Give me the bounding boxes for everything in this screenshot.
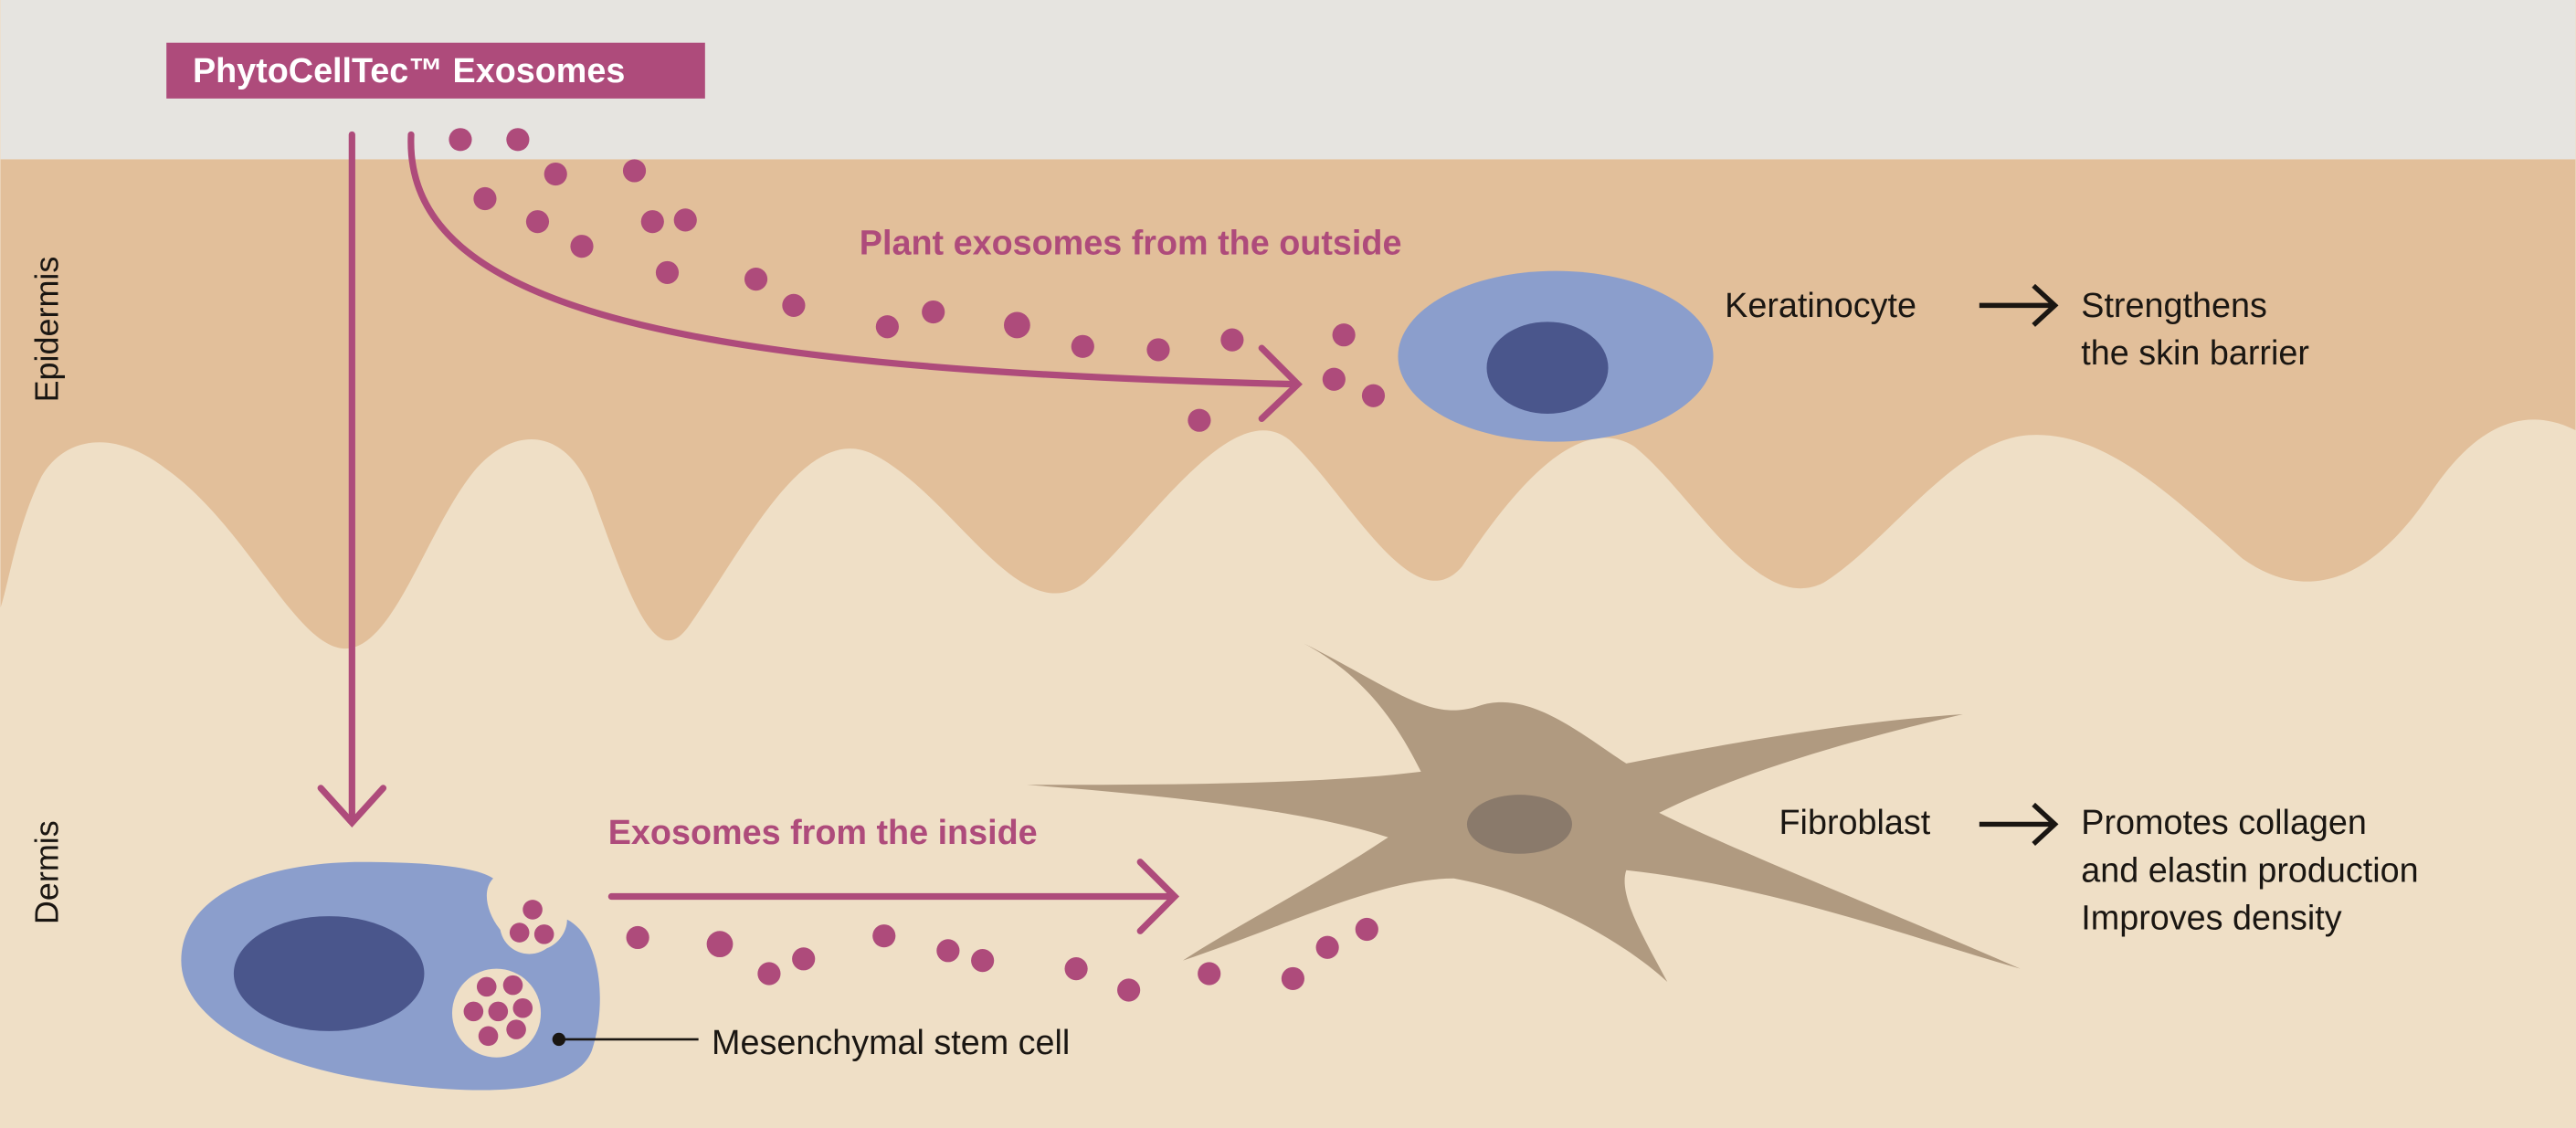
- fibroblast-effect-3: Improves density: [2081, 898, 2341, 936]
- fibroblast-arrow-icon: [1979, 802, 2059, 846]
- exosome-dot: [875, 315, 899, 339]
- exosome-dot: [622, 159, 647, 183]
- exosome-dot: [706, 931, 734, 958]
- exosome-dot: [449, 128, 472, 152]
- exosome-dot: [533, 924, 554, 944]
- exosome-dot: [640, 210, 664, 234]
- exosome-dot: [626, 925, 649, 950]
- stem-cell-nucleus: [233, 916, 425, 1031]
- epidermis-label: Epidermis: [28, 257, 66, 403]
- vertical-arrow: [317, 131, 387, 828]
- exosome-dot: [782, 293, 806, 317]
- fibroblast-cell: [1027, 640, 2021, 983]
- exosome-dot: [792, 947, 816, 971]
- exosome-dot: [1064, 957, 1088, 981]
- title-label: PhytoCellTec™ Exosomes: [193, 51, 625, 90]
- exosome-dot: [1004, 311, 1030, 339]
- curved-arrow: [407, 131, 1303, 423]
- exosome-dot: [1332, 323, 1356, 347]
- exosome-dot: [872, 924, 896, 948]
- exosome-dot: [744, 268, 768, 291]
- exosome-dot: [971, 949, 995, 973]
- fibroblast-label: Fibroblast: [1779, 803, 1931, 841]
- stem-cell-label: Mesenchymal stem cell: [712, 1023, 1070, 1061]
- keratinocyte-label: Keratinocyte: [1725, 286, 1916, 324]
- dermis-label: Dermis: [28, 820, 66, 924]
- exosome-dot: [1355, 917, 1378, 942]
- keratinocyte-arrow-icon: [1979, 283, 2059, 327]
- exosome-dot: [1198, 962, 1221, 986]
- exosome-dots: [449, 128, 1386, 1047]
- exosome-dot: [525, 210, 550, 234]
- exosome-dot: [1146, 338, 1170, 362]
- keratinocyte-cell: [1398, 270, 1714, 442]
- exosome-dot: [488, 1001, 509, 1022]
- exosome-dot: [1117, 978, 1141, 1002]
- exosome-dot: [473, 186, 497, 211]
- title-box: [166, 42, 705, 99]
- exosome-dot: [1220, 328, 1244, 352]
- horizontal-arrow: [607, 859, 1180, 934]
- inside-pathway-label: Exosomes from the inside: [608, 813, 1038, 851]
- exosome-dot: [1071, 334, 1094, 358]
- exosome-dot: [502, 975, 523, 996]
- exosome-dot: [463, 1001, 484, 1022]
- fibroblast-effect-2: and elastin production: [2081, 850, 2418, 889]
- exosome-dot: [1281, 966, 1304, 990]
- exosome-dot: [1361, 384, 1386, 407]
- exosome-dot: [478, 1026, 499, 1047]
- exosome-dot: [512, 997, 533, 1018]
- exosome-dot: [1188, 408, 1211, 432]
- exosome-dot: [1322, 367, 1346, 391]
- exosome-dot: [506, 128, 530, 152]
- keratinocyte-effect-2: the skin barrier: [2081, 333, 2309, 372]
- epidermis-layer: [0, 159, 2576, 649]
- exosome-dot: [655, 260, 680, 284]
- exosome-dot: [509, 922, 530, 943]
- fibroblast-effect-1: Promotes collagen: [2081, 803, 2367, 841]
- exosome-dot: [936, 939, 960, 963]
- keratinocyte-nucleus: [1486, 322, 1609, 415]
- exosome-dot: [1315, 935, 1339, 959]
- outside-pathway-label: Plant exosomes from the outside: [860, 224, 1402, 262]
- keratinocyte-effect-1: Strengthens: [2081, 286, 2267, 324]
- exosome-dot: [523, 900, 543, 920]
- exosome-dot: [506, 1019, 526, 1039]
- exosome-dot: [544, 162, 567, 186]
- exosome-dot: [673, 208, 697, 232]
- exosome-dot: [757, 962, 781, 986]
- fibroblast-nucleus: [1466, 795, 1572, 854]
- exosome-dot: [570, 235, 594, 258]
- exosome-dot: [922, 300, 945, 324]
- stem-cell-pointer: [552, 1032, 699, 1047]
- exosome-dot: [476, 976, 497, 997]
